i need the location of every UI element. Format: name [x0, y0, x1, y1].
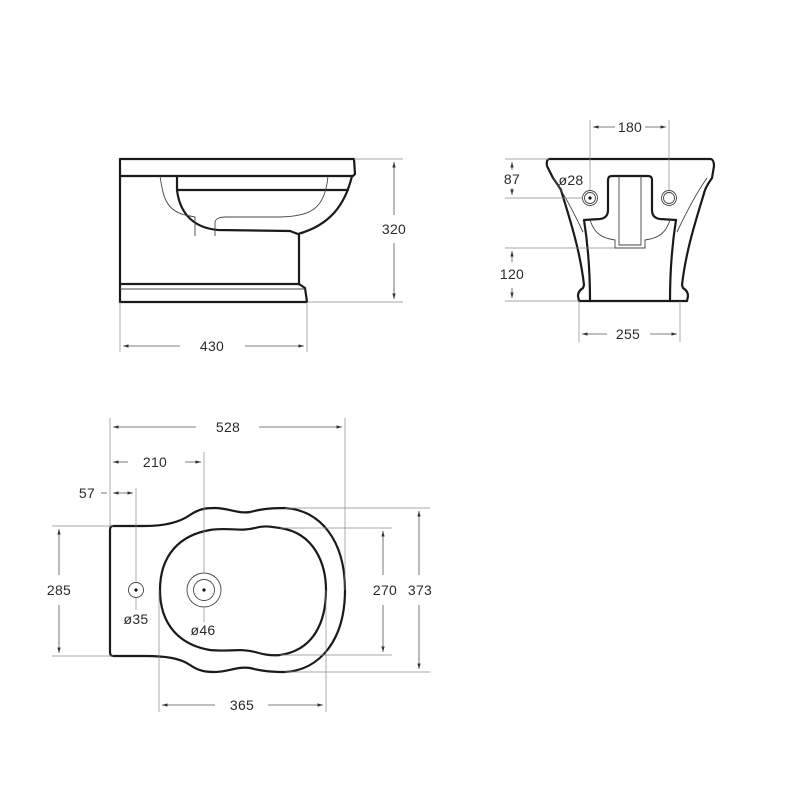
top-tap-offset-label: 57: [79, 485, 95, 501]
top-drain-hole-label: ø46: [190, 622, 215, 638]
side-trap-hidden: [159, 175, 196, 236]
side-height-label: 320: [382, 221, 406, 237]
front-trap: [582, 174, 678, 222]
front-tap-hole-label: ø28: [558, 172, 583, 188]
front-rib-left: [552, 177, 584, 233]
top-outer-outline: [108, 506, 347, 674]
top-drain-inner: [193, 579, 215, 601]
front-rib-right: [676, 177, 708, 233]
front-trap-pipe: [618, 176, 642, 246]
side-bowl: [175, 174, 354, 236]
top-view: 528 210 57 ø35 ø46 285 270 373 365: [47, 418, 432, 713]
side-base: [118, 282, 309, 304]
top-tap-hole-label: ø35: [123, 611, 148, 627]
front-tap-height-label: 87: [504, 171, 520, 187]
front-bowl-inner: [589, 219, 671, 249]
front-inner-left: [582, 218, 592, 303]
side-length-label: 430: [200, 338, 224, 354]
side-trap-hidden-2: [214, 175, 329, 236]
front-view: 180 87 ø28 120 255: [500, 119, 716, 342]
top-drain-offset-label: 210: [143, 454, 167, 470]
top-drain-outer: [186, 572, 222, 608]
top-drain-center: [202, 588, 206, 592]
front-base-width-label: 255: [616, 326, 640, 342]
top-overall-width-label: 373: [408, 582, 432, 598]
front-tap-hole-right-outer: [661, 190, 677, 206]
side-bowl-rim: [175, 174, 350, 192]
top-overall-length-label: 528: [216, 419, 240, 435]
front-tap-hole-center: [588, 196, 592, 200]
front-tap-spacing-label: 180: [618, 119, 642, 135]
top-tap-hole: [128, 582, 144, 598]
top-tap-hole-center: [134, 588, 138, 592]
front-fixing-height-label: 120: [500, 266, 524, 282]
side-view: 320 430: [118, 157, 406, 354]
top-bowl-length-label: 365: [230, 697, 254, 713]
top-bowl-outline: [158, 525, 328, 657]
front-inner-right: [668, 218, 678, 303]
front-tap-hole-left-inner: [584, 192, 596, 204]
top-back-width-label: 285: [47, 582, 71, 598]
top-bowl-width-label: 270: [373, 582, 397, 598]
side-rim: [118, 157, 357, 178]
front-tap-hole-right-inner: [663, 192, 675, 204]
